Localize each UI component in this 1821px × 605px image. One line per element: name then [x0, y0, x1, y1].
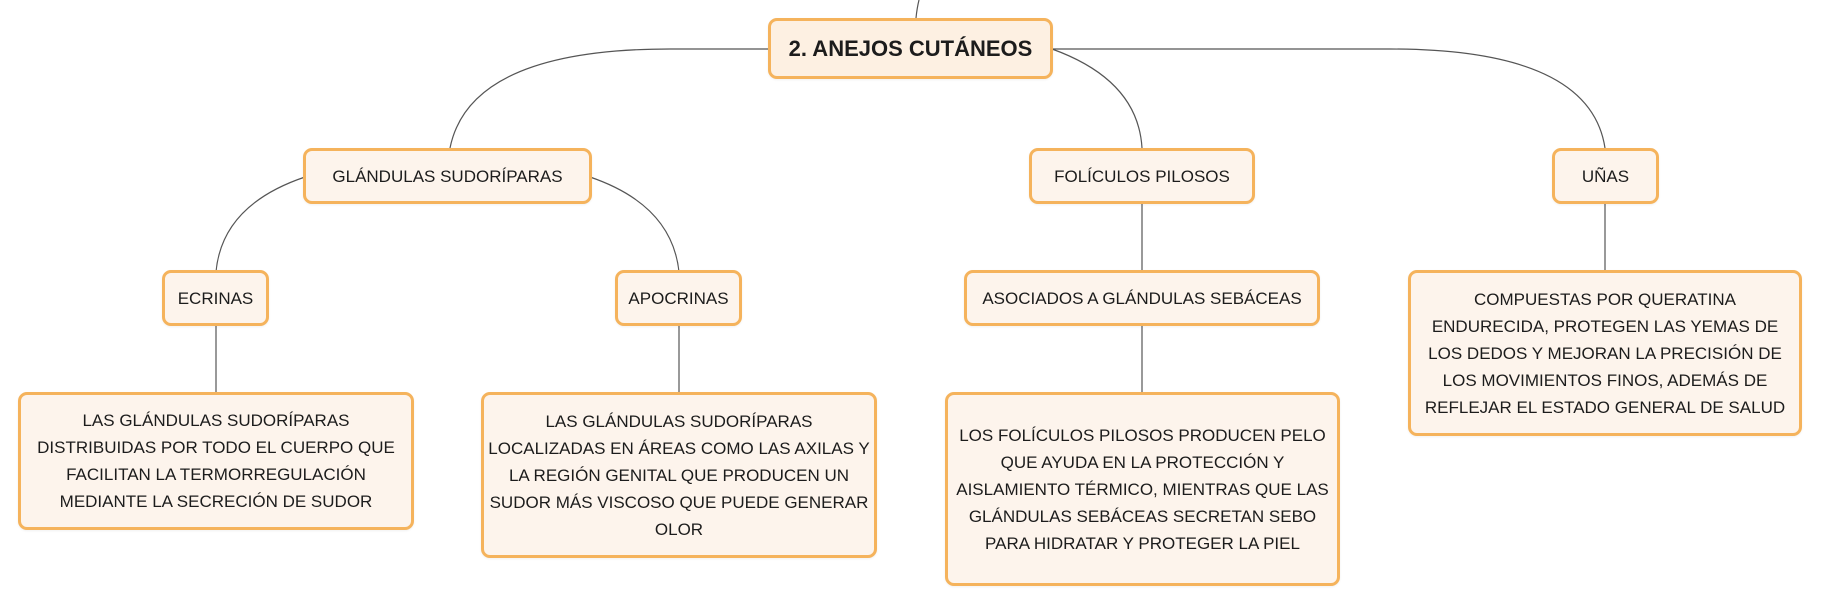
- connector-glandulas-ecrinas: [215, 176, 306, 273]
- asociados-description-text: LOS FOLÍCULOS PILOSOS PRODUCEN PELO QUE …: [956, 425, 1329, 553]
- apocrinas-description-text: LAS GLÁNDULAS SUDORÍPARAS LOCALIZADAS EN…: [488, 411, 870, 539]
- apocrinas-description-node[interactable]: LAS GLÁNDULAS SUDORÍPARAS LOCALIZADAS EN…: [481, 392, 877, 558]
- glandulas-sudoriparas-node[interactable]: GLÁNDULAS SUDORÍPARAS: [303, 148, 592, 204]
- connector-root-glandulas: [449, 48, 770, 149]
- apocrinas-node[interactable]: APOCRINAS: [615, 270, 742, 326]
- foliculos-pilosos-label: FOLÍCULOS PILOSOS: [1054, 166, 1230, 186]
- asociados-description-node[interactable]: LOS FOLÍCULOS PILOSOS PRODUCEN PELO QUE …: [945, 392, 1340, 586]
- ecrinas-description-node[interactable]: LAS GLÁNDULAS SUDORÍPARAS DISTRIBUIDAS P…: [18, 392, 414, 530]
- ecrinas-description-text: LAS GLÁNDULAS SUDORÍPARAS DISTRIBUIDAS P…: [37, 411, 395, 511]
- asociados-glandulas-sebaceas-label: ASOCIADOS A GLÁNDULAS SEBÁCEAS: [982, 288, 1302, 308]
- unas-node[interactable]: UÑAS: [1552, 148, 1659, 204]
- connector-root-foliculos: [1051, 48, 1143, 149]
- glandulas-sudoriparas-label: GLÁNDULAS SUDORÍPARAS: [332, 166, 563, 186]
- foliculos-pilosos-node[interactable]: FOLÍCULOS PILOSOS: [1029, 148, 1255, 204]
- unas-description-node[interactable]: COMPUESTAS POR QUERATINA ENDURECIDA, PRO…: [1408, 270, 1802, 436]
- ecrinas-node[interactable]: ECRINAS: [162, 270, 269, 326]
- apocrinas-label: APOCRINAS: [628, 288, 729, 308]
- unas-label: UÑAS: [1581, 166, 1630, 186]
- connector-root-unas: [1052, 48, 1606, 149]
- root-node-label: 2. ANEJOS CUTÁNEOS: [788, 36, 1033, 61]
- connector-glandulas-apocrinas: [589, 176, 680, 273]
- connector-incoming: [915, 0, 920, 19]
- unas-description-text: COMPUESTAS POR QUERATINA ENDURECIDA, PRO…: [1424, 289, 1786, 417]
- root-node[interactable]: 2. ANEJOS CUTÁNEOS: [768, 18, 1053, 79]
- ecrinas-label: ECRINAS: [177, 288, 254, 308]
- asociados-glandulas-sebaceas-node[interactable]: ASOCIADOS A GLÁNDULAS SEBÁCEAS: [964, 270, 1320, 326]
